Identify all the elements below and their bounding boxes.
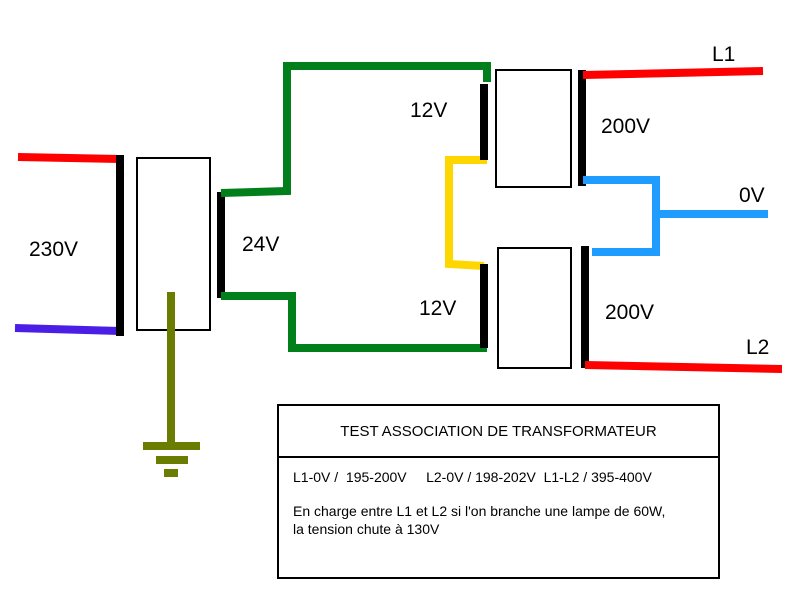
test-note-box: TEST ASSOCIATION DE TRANSFORMATEUR L1-0V… xyxy=(277,404,720,579)
input-neutral-wire xyxy=(14,324,121,335)
lower-link-wire xyxy=(221,292,487,352)
note-measures: L1-0V / 195-200V L2-0V / 198-202V L1-L2 … xyxy=(293,469,652,485)
output-upper-voltage-label: 200V xyxy=(601,115,651,138)
upper-transformer-core xyxy=(495,69,572,188)
secondary-upper-voltage-label: 12V xyxy=(410,99,448,122)
output-lower-voltage-label: 200V xyxy=(605,301,655,324)
l2-output-wire xyxy=(584,361,783,373)
input-phase-wire xyxy=(17,153,121,163)
secondary-lower-voltage-label: 12V xyxy=(419,297,457,320)
neutral-output-wire xyxy=(583,176,660,256)
upper-link-wire xyxy=(220,62,491,197)
note-body: L1-0V / 195-200V L2-0V / 198-202V L1-L2 … xyxy=(279,458,718,538)
ground-symbol xyxy=(143,292,200,477)
bridge-wire xyxy=(445,156,487,270)
l1-output-wire xyxy=(582,67,764,79)
lower-transformer-core xyxy=(497,247,572,369)
line-l1-label: L1 xyxy=(712,43,736,66)
note-load-line-2: la tension chute à 130V xyxy=(293,521,440,537)
neutral-label: 0V xyxy=(739,184,765,207)
input-voltage-label: 230V xyxy=(29,238,79,261)
note-load-line-1: En charge entre L1 et L2 si l'on branche… xyxy=(293,503,666,519)
intermediate-voltage-label: 24V xyxy=(242,233,280,256)
line-l2-label: L2 xyxy=(746,336,770,359)
note-title: TEST ASSOCIATION DE TRANSFORMATEUR xyxy=(279,406,718,458)
